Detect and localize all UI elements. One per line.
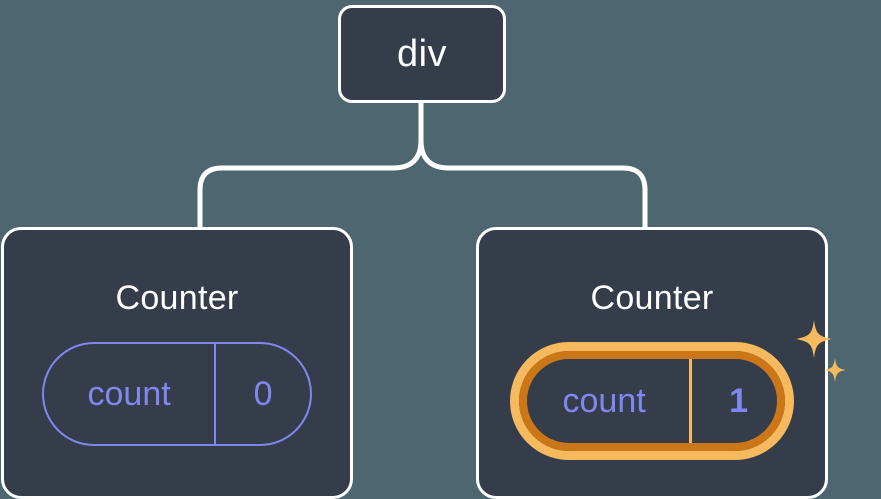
connector-to-right-child [418,98,648,232]
sparkle-large-icon [796,320,832,358]
counter-left-label: Counter [115,279,239,317]
state-pill-count-right-highlighted[interactable]: count 1 [510,342,794,460]
state-pill-divider [214,344,217,444]
state-value-label: 1 [729,382,749,420]
tree-node-counter-left[interactable]: Counter count 0 [1,227,353,499]
tree-node-root[interactable]: div [338,5,506,103]
root-node-label: div [396,33,448,75]
state-key-label: count [87,375,171,413]
state-key-label: count [562,382,646,420]
tree-node-counter-right[interactable]: Counter count 1 [476,227,846,499]
state-value-label: 0 [253,375,273,413]
counter-right-label: Counter [590,279,714,317]
state-pill-divider [689,351,693,451]
state-pill-count-left[interactable]: count 0 [42,342,312,446]
counter-left-state-wrap: count 0 [42,342,312,446]
connector-to-left-child [197,98,424,232]
counter-right-state-wrap: count 1 [510,320,846,460]
